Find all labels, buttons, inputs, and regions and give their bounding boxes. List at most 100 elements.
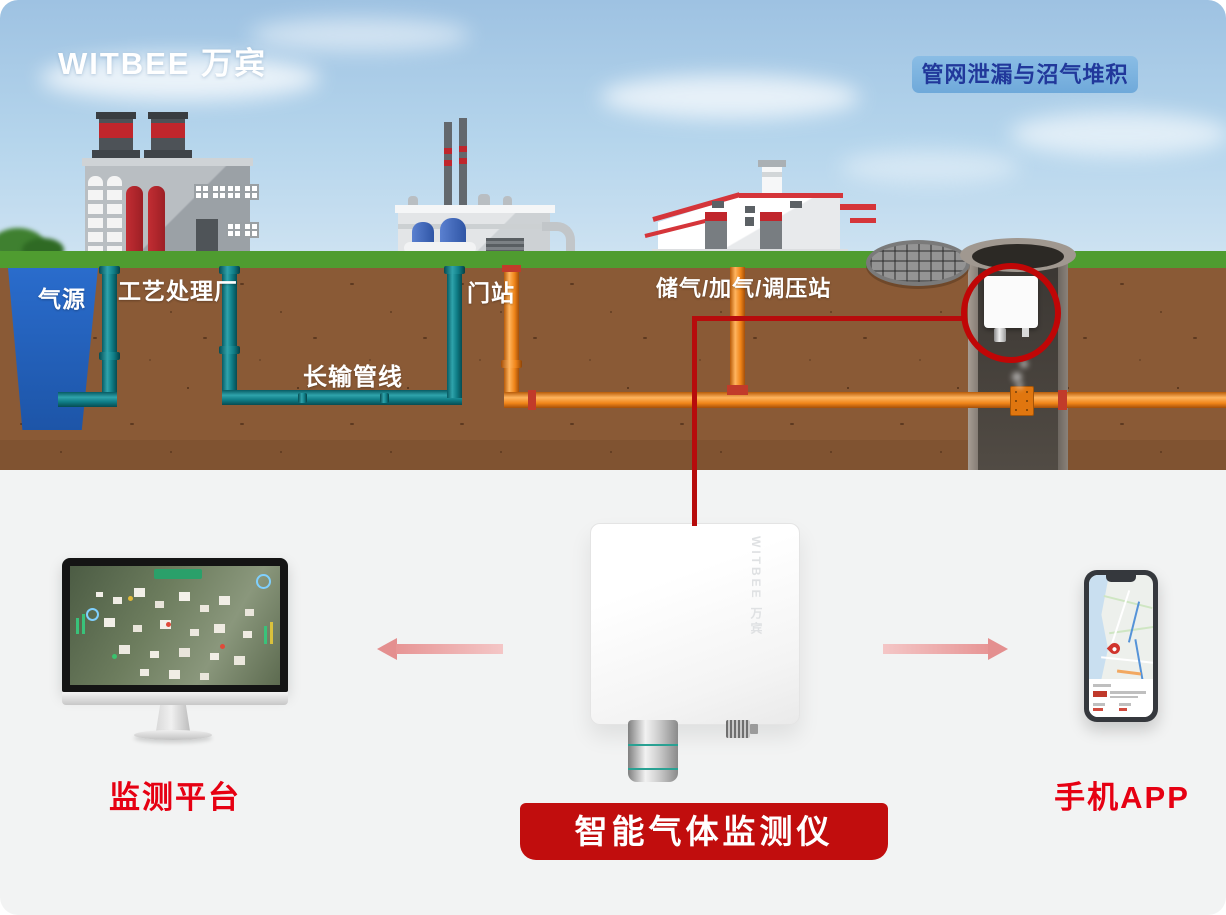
alert-marker	[220, 644, 225, 649]
roof-vent	[503, 196, 512, 206]
red-tank	[126, 186, 143, 255]
cloud	[840, 150, 1020, 184]
connector-line-horizontal	[692, 316, 964, 321]
device-brand-marking: WITBEE 万宾	[749, 536, 763, 637]
city-buildings	[96, 592, 103, 597]
card-text-bar	[1093, 703, 1105, 706]
monitor-stand	[156, 705, 190, 731]
map-road	[1101, 656, 1153, 664]
card-value-bar	[1119, 708, 1127, 711]
pipe-collar	[219, 346, 240, 354]
gas-leak-smoke	[1020, 360, 1028, 368]
map-pin-icon	[1106, 640, 1123, 657]
alert-marker	[166, 622, 171, 627]
window-slit	[790, 201, 802, 208]
hud-bar	[270, 622, 273, 644]
alert-card	[1089, 679, 1153, 717]
card-text-bar	[1110, 691, 1146, 694]
hud-bar	[82, 614, 85, 634]
phone-screen-map	[1089, 575, 1153, 717]
roof-vent	[478, 194, 490, 206]
compass	[256, 574, 271, 589]
arrow-left-head	[377, 638, 397, 660]
gate-station-label: 门站	[467, 280, 515, 306]
sensor-ring	[628, 768, 678, 770]
screen-title-banner	[154, 569, 202, 579]
teal-pipe-vertical	[447, 267, 462, 398]
pipe-red-band	[1058, 390, 1067, 410]
cloud	[600, 75, 860, 119]
teal-pipe-vertical	[222, 267, 237, 398]
device-housing	[590, 523, 800, 725]
card-title-bar	[1093, 684, 1111, 687]
mobile-app-label: 手机APP	[1054, 780, 1190, 815]
storage-station-label: 储气/加气/调压站	[656, 276, 832, 301]
chimney-cap	[148, 112, 188, 119]
pipe-red-band	[528, 390, 536, 410]
window	[226, 184, 242, 200]
teal-pipe-horizontal	[222, 390, 462, 405]
device-cable-gland-tip	[750, 724, 758, 734]
plant-roof	[395, 205, 555, 213]
gas-leak-smoke	[1016, 382, 1023, 389]
issue-badge: 管网泄漏与沼气堆积	[912, 56, 1138, 93]
phone-notch	[1106, 575, 1136, 582]
pipe-collar	[444, 266, 465, 274]
side-sign	[840, 204, 876, 210]
map-route-orange	[1116, 669, 1142, 676]
cloud	[250, 18, 470, 52]
pipe-collar	[501, 360, 522, 368]
factory-roof	[82, 158, 253, 166]
pipe-collar	[219, 266, 240, 274]
hud-bar	[264, 626, 267, 644]
red-tank	[148, 186, 165, 255]
gas-source-label: 气源	[38, 286, 86, 312]
pipe-joint	[380, 393, 389, 403]
pipe-collar	[99, 266, 120, 274]
arrow-right-shaft	[883, 644, 989, 654]
pipe-red-elbow	[727, 385, 748, 395]
chimney-cap	[96, 112, 136, 119]
hud-bar	[76, 618, 79, 634]
arrow-left-shaft	[396, 644, 503, 654]
window	[194, 184, 210, 200]
window-slit	[745, 217, 754, 226]
monitor-base	[134, 730, 212, 740]
platform-label: 监测平台	[109, 780, 241, 815]
roof-trim	[739, 193, 843, 198]
manhole-cover	[866, 240, 970, 286]
window	[243, 184, 259, 200]
louver-door	[486, 238, 524, 255]
processing-plant-label: 工艺处理厂	[118, 278, 238, 304]
card-text-bar	[1119, 703, 1131, 706]
silo	[107, 176, 122, 255]
sensor-ring	[628, 744, 678, 746]
brand-logo: WITBEE 万宾	[58, 46, 268, 81]
card-text-bar	[1110, 695, 1138, 698]
window	[243, 222, 259, 238]
highlight-circle	[961, 263, 1061, 363]
window-slit	[745, 206, 755, 213]
chimney	[459, 118, 467, 208]
alert-marker	[112, 654, 117, 659]
connector-line-vertical	[692, 316, 697, 526]
alert-marker	[128, 596, 133, 601]
chimney-band	[762, 172, 782, 177]
roof-vent	[408, 196, 418, 206]
long-pipeline-label: 长输管线	[303, 364, 403, 391]
pipe-red-cap	[502, 265, 521, 272]
teal-pipe-vertical	[102, 267, 117, 400]
arrow-right-head	[988, 638, 1008, 660]
monitor-chin	[62, 692, 288, 705]
teal-pipe-elbow	[58, 392, 117, 407]
orange-pipe-vertical	[730, 267, 745, 392]
bay-door	[760, 212, 782, 255]
device-cable-gland	[726, 720, 750, 738]
curved-pipe	[542, 222, 575, 263]
bottom-section: 监测平台 WITBEE 万宾 智能气体监测仪	[0, 470, 1226, 915]
card-value-bar	[1093, 708, 1103, 711]
bay-door	[705, 212, 727, 255]
gas-leak-smoke	[1012, 372, 1022, 382]
pipe-flange	[1010, 386, 1034, 416]
